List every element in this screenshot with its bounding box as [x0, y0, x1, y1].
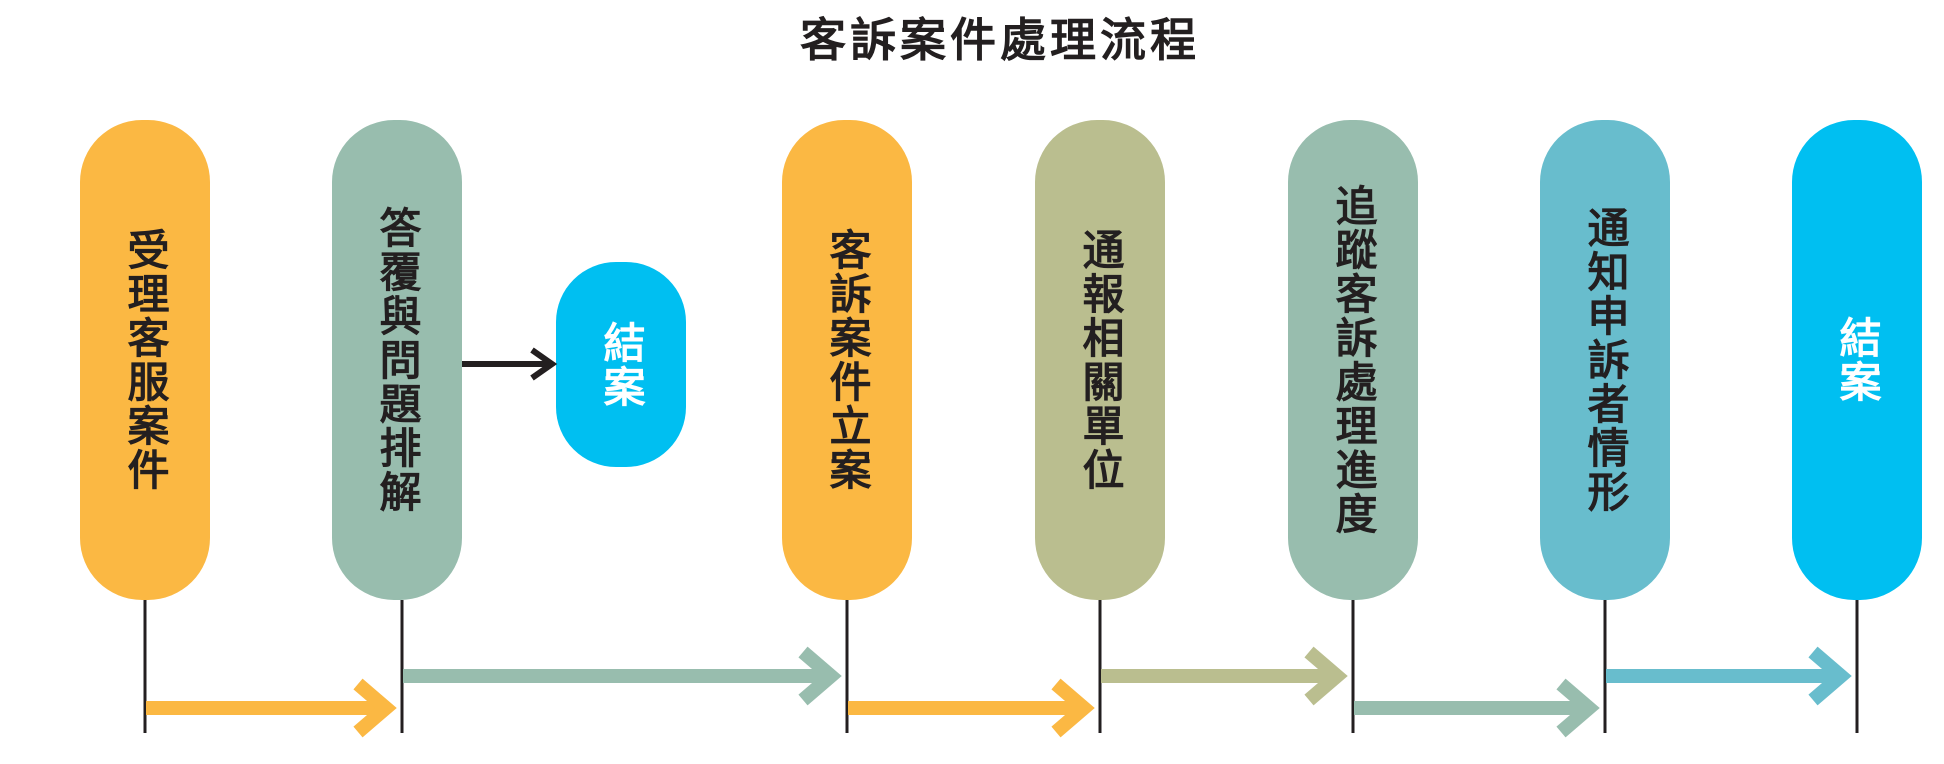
- step-close-final: 結案: [1792, 120, 1922, 600]
- step-notify-complainant: 通知申訴者情形: [1540, 120, 1670, 600]
- step-close-early: 結案: [556, 262, 686, 467]
- step-label: 答覆與問題排解: [373, 206, 422, 514]
- step-register-complaint: 客訴案件立案: [782, 120, 912, 600]
- step-label: 結案: [1833, 316, 1882, 404]
- progress-arrow-sage-2: [1354, 678, 1600, 738]
- progress-arrow-teal: [1606, 646, 1852, 706]
- progress-arrow-orange-2: [848, 678, 1095, 738]
- branch-arrow: [462, 347, 558, 381]
- step-label: 客訴案件立案: [823, 228, 872, 492]
- progress-arrow-olive: [1101, 646, 1348, 706]
- progress-arrow-orange-1: [146, 678, 397, 738]
- step-label: 通知申訴者情形: [1581, 206, 1630, 514]
- step-notify-related-units: 通報相關單位: [1035, 120, 1165, 600]
- step-receive-case: 受理客服案件: [80, 120, 210, 600]
- progress-arrow-sage-1: [403, 646, 842, 706]
- step-track-progress: 追蹤客訴處理進度: [1288, 120, 1418, 600]
- step-reply-and-resolve: 答覆與問題排解: [332, 120, 462, 600]
- step-label: 通報相關單位: [1076, 228, 1125, 492]
- step-label: 追蹤客訴處理進度: [1329, 184, 1378, 536]
- step-label: 結案: [597, 320, 646, 409]
- step-label: 受理客服案件: [121, 228, 170, 492]
- diagram-title: 客訴案件處理流程: [800, 13, 1200, 67]
